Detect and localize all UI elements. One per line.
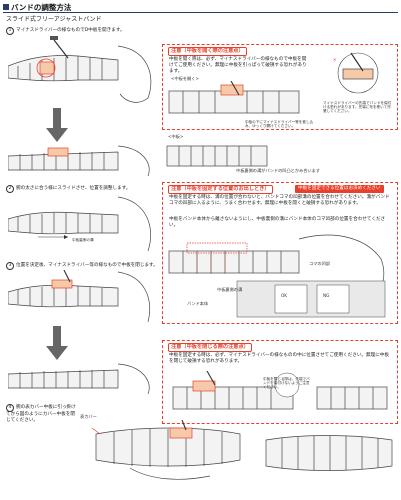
step-3-illustration xyxy=(8,270,150,323)
callout-close-illustration xyxy=(172,371,388,410)
callout-close-note: 中板を閉じる際は、先端でバンドを傷付けないようご注意ください。 xyxy=(263,377,310,390)
step-4-number: 4 xyxy=(6,404,14,412)
label-ng: NG xyxy=(323,293,330,298)
label-groove: 中板裏側の溝 xyxy=(217,287,243,292)
callout-open-zoom: ✕ xyxy=(333,52,379,94)
step-4-illustration xyxy=(91,420,241,480)
step-3-text: 位置を決定後、マイナスドライバー等の様なもので中板を閉じます。 xyxy=(16,263,158,268)
title-marker xyxy=(3,4,9,10)
step-2-number: 2 xyxy=(6,185,14,193)
d-plate-tag: <中板> xyxy=(168,134,184,139)
title-rule xyxy=(3,3,398,13)
callout-open-title: 注意（中板を開く際の注意点） xyxy=(168,47,247,56)
step-4-label: 表カバー xyxy=(80,414,97,419)
step-2-illustration: 中板裏側の溝 xyxy=(8,196,151,252)
step-2-text: 腕の太さに合う様にスライドさせ、位置を調整します。 xyxy=(16,186,131,191)
callout-position-illustration xyxy=(168,234,386,318)
step-1-result-band xyxy=(8,145,150,177)
svg-text:中板裏側の溝: 中板裏側の溝 xyxy=(72,237,94,242)
step-3-number: 3 xyxy=(6,262,14,270)
callout-position-title: 注意（中板を固定する位置のお出しとき） xyxy=(168,185,273,194)
callout-position-caution: 注意（中板を固定する位置のお出しとき） 中板を固定できる位置はお決めください 中… xyxy=(162,182,398,324)
callout-close-caution: 注意（中板を閉じる際の注意点） 中板を固定する時は、必ず、マイナスドライバーの様… xyxy=(162,340,398,424)
callout-close-body: 中板を固定する時は、必ず、マイナスドライバーの様なものの中に位置させてご使用くだ… xyxy=(169,353,389,364)
label-coma: コマの凹部 xyxy=(309,261,330,266)
callout-open-note-right: マイナスドライバーの先端でバンドを傷付ける恐れがあります。先端に布を巻いて作業し… xyxy=(323,101,392,114)
callout-open-caution: 注意（中板を開く際の注意点） 中板を開く際は、必ず、マイナスドライバーの様なもの… xyxy=(162,44,398,130)
step-1-illustration xyxy=(8,36,152,103)
svg-text:✕: ✕ xyxy=(333,57,336,62)
callout-position-body: 中板を固定する時は、溝の位置が合わないと、バンドコマの凹部溝の位置を合わせてくだ… xyxy=(169,195,390,206)
step-4-text: 腕の表カバー中板に引っ掛けてから図のようにカバー中板を閉じてください。 xyxy=(6,405,76,423)
page-title: バンドの調整方法 xyxy=(11,3,72,12)
step-1-text: マイナスドライバーの様なものでD中板を開きます。 xyxy=(16,28,125,33)
callout-open-body: 中板を開く際は、必ず、マイナスドライバーの様なもので中板を開けてご使用ください。… xyxy=(169,57,307,74)
callout-position-red-label: 中板を固定できる位置はお決めください xyxy=(295,185,384,193)
middle-band-illustration xyxy=(166,145,268,167)
callout-open-note-left: 中板の下にマイナスドライバー等を差し込み、ゆっくり開けてください。 xyxy=(245,120,314,129)
callout-open-tag: <中板を開く> xyxy=(171,76,199,81)
callout-open-illustration xyxy=(168,81,300,114)
under-plate-tag: 中板裏側の溝がバンドの凹凸とかみ合います xyxy=(236,168,320,173)
label-ok: OK xyxy=(281,293,288,298)
callout-position-body-2: 中板をバンド本体から離さないようにし、中板裏側の溝にバンド本体のコマ凹部の位置を… xyxy=(169,217,386,228)
arrow-down-1 xyxy=(46,108,68,142)
step-3-result-band xyxy=(8,363,150,395)
label-band: バンド本体 xyxy=(187,301,209,306)
step-4-result-band xyxy=(265,435,393,471)
arrow-down-2 xyxy=(46,326,68,360)
callout-close-title: 注意（中板を閉じる際の注意点） xyxy=(168,343,252,352)
page-subtitle: スライド式フリーアジャストバンド xyxy=(6,16,102,23)
step-1-number: 1 xyxy=(6,27,14,35)
